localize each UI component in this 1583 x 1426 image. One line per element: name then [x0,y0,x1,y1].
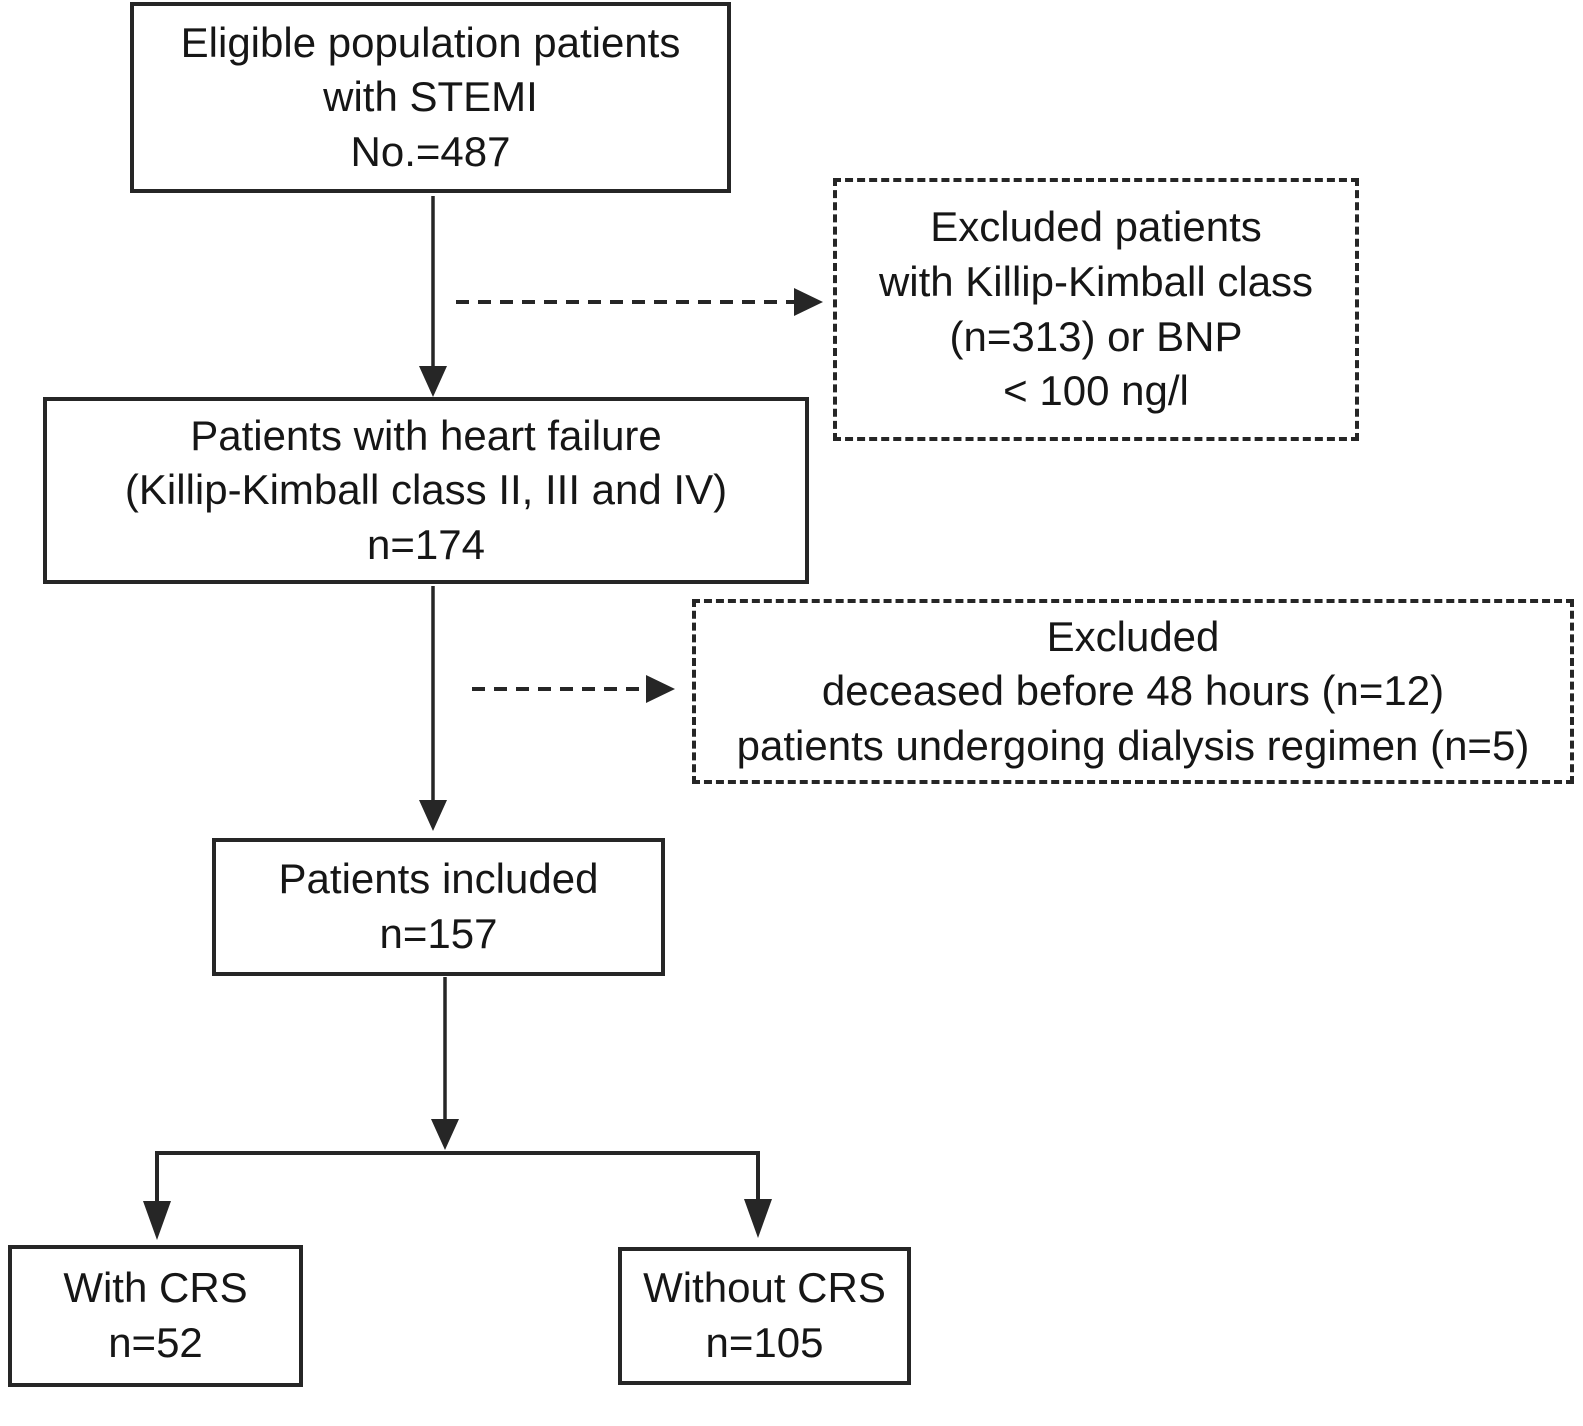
box-text-line: Patients with heart failure [190,411,662,459]
box-text-line: with STEMI [323,73,538,121]
heart-failure-box: Patients with heart failure (Killip-Kimb… [43,397,809,584]
box-text-line: deceased before 48 hours (n=12) [821,667,1445,715]
box-text-line: With CRS [63,1264,248,1312]
arrow-included-to-branch [431,977,459,1150]
eligible-population-box: Eligible population patients with STEMI … [130,2,731,193]
patient-count: n=52 [108,1319,203,1366]
box-text-line: < 100 ng/l [1003,367,1189,415]
patient-count: No.=487 [350,127,511,175]
patient-count: n=174 [367,520,485,568]
box-text-line: (Killip-Kimball class II, III and IV) [124,466,728,514]
branch-connector [143,1151,772,1240]
arrow-heart-failure-to-included [419,586,447,831]
box-text-line: Eligible population patients [180,18,681,66]
with-crs-box: With CRS n=52 [8,1245,303,1387]
excluded-deceased-box: Excluded deceased before 48 hours (n=12)… [692,599,1574,784]
down-arrowhead-icon [419,800,447,831]
right-arrowhead-icon [646,675,675,703]
box-text-line: Excluded [1046,612,1220,660]
arrow-to-excluded-killip [456,288,823,316]
box-text-line: Excluded patients [930,203,1262,251]
arrow-to-excluded-deceased [472,675,675,703]
box-text-line: Patients included [278,855,599,903]
down-arrowhead-icon [419,366,447,397]
down-arrowhead-icon [143,1201,171,1240]
without-crs-box: Without CRS n=105 [618,1247,911,1385]
down-arrowhead-icon [744,1199,772,1238]
right-arrowhead-icon [794,288,823,316]
arrow-eligible-to-heart-failure [419,196,447,397]
excluded-killip-box: Excluded patients with Killip-Kimball cl… [833,178,1359,441]
box-text-line: with Killip-Kimball class [878,257,1314,305]
box-text-line: patients undergoing dialysis regimen (n=… [736,721,1530,769]
patients-included-box: Patients included n=157 [212,838,665,976]
patient-count: n=105 [705,1319,824,1366]
patient-count: n=157 [379,910,498,957]
box-text-line: Without CRS [643,1264,886,1312]
patient-count: (n=313) or BNP [949,312,1243,360]
down-arrowhead-icon [431,1119,459,1150]
